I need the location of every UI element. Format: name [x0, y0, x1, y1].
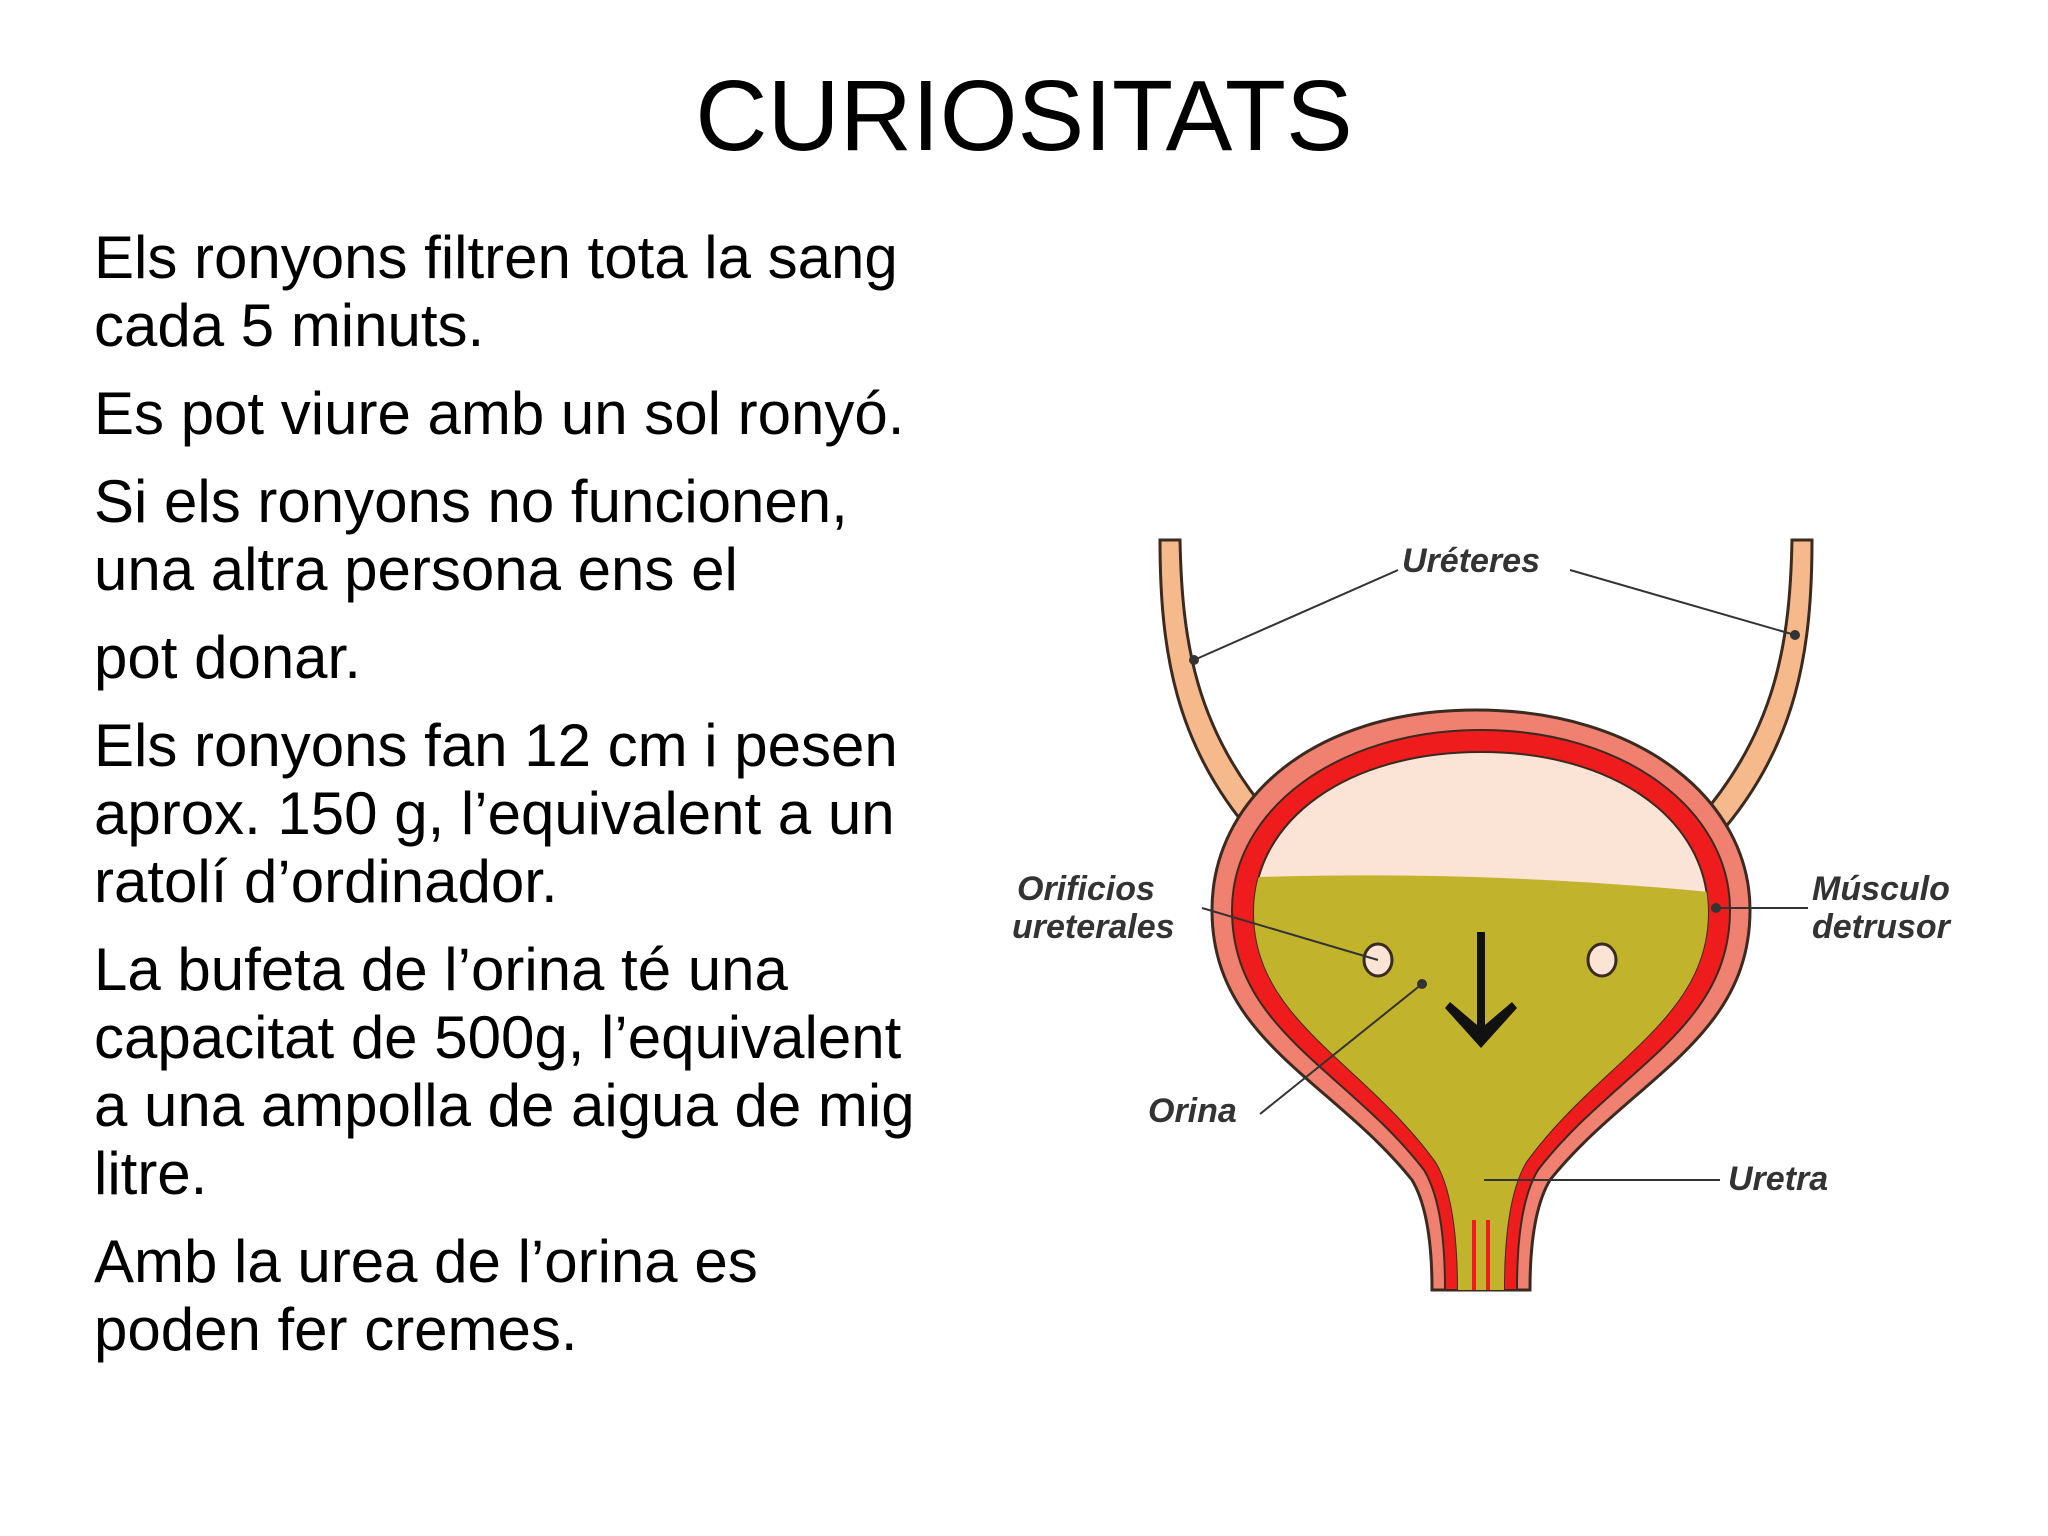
fact-line: Si els ronyons no funcionen, [94, 468, 848, 535]
fact-paragraph: Els ronyons fan 12 cm i pesen aprox. 150… [94, 712, 1014, 916]
fact-line: cada 5 minuts. [94, 292, 485, 359]
fact-paragraph: Si els ronyons no funcionen, una altra p… [94, 468, 1014, 604]
urine-marker [1417, 979, 1427, 989]
fact-line: litre. [94, 1140, 208, 1207]
fact-line: Els ronyons filtren tota la sang [94, 224, 898, 291]
fact-line: capacitat de 500g, l’equivalent [94, 1004, 902, 1071]
fact-line: poden fer cremes. [94, 1296, 578, 1363]
slide-title: CURIOSITATS [695, 60, 1353, 172]
detrusor-marker [1711, 903, 1721, 913]
label-orificios-line2: ureterales [1012, 908, 1175, 946]
fact-paragraph: Es pot viure amb un sol ronyó. [94, 380, 1014, 448]
fact-paragraph: La bufeta de l’orina té una capacitat de… [94, 936, 1014, 1208]
fact-paragraph: Els ronyons filtren tota la sang cada 5 … [94, 224, 1014, 360]
fact-line: una altra persona ens el [94, 536, 738, 603]
arrow-down-icon [1445, 932, 1517, 1048]
ureter-left-marker [1189, 655, 1199, 665]
urethra-channel [1472, 1220, 1490, 1290]
facts-list: Els ronyons filtren tota la sang cada 5 … [94, 224, 1014, 1384]
fact-line: Amb la urea de l’orina es [94, 1228, 758, 1295]
fact-line: a una ampolla de aigua de mig [94, 1072, 915, 1139]
label-uretra: Uretra [1728, 1160, 1828, 1198]
right-ureteral-orifice [1586, 942, 1618, 978]
right-ureter [1695, 538, 1814, 839]
fact-paragraph: pot donar. [94, 624, 1014, 692]
fact-line: ratolí d’ordinador. [94, 848, 558, 915]
fact-line: Els ronyons fan 12 cm i pesen [94, 712, 898, 779]
fact-paragraph: Amb la urea de l’orina es poden fer crem… [94, 1228, 1014, 1364]
label-musculo-line1: Músculo [1812, 870, 1950, 908]
fact-line: Es pot viure amb un sol ronyó. [94, 380, 905, 447]
bladder-diagram: Uréteres Orificios ureterales Músculo de… [990, 520, 2010, 1320]
label-musculo-line2: detrusor [1812, 908, 1952, 946]
ureter-right-marker [1790, 630, 1800, 640]
fact-line: pot donar. [94, 624, 361, 691]
label-orina: Orina [1148, 1092, 1237, 1130]
bladder-diagram-svg: Uréteres Orificios ureterales Músculo de… [1012, 538, 1952, 1292]
fact-line: aprox. 150 g, l’equivalent a un [94, 780, 895, 847]
label-ureteres: Uréteres [1402, 542, 1540, 580]
fact-line: La bufeta de l’orina té una [94, 936, 788, 1003]
label-orificios-line1: Orificios [1017, 870, 1155, 908]
